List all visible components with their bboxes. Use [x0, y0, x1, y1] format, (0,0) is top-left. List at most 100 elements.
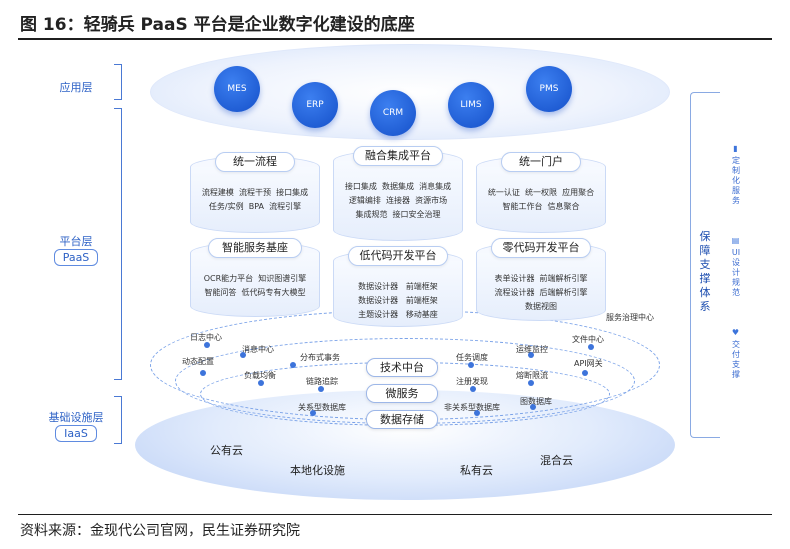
figure-title: 图 16：轻骑兵 PaaS 平台是企业数字化建设的底座 — [20, 15, 415, 35]
node-service-governance: 服务治理中心 — [606, 313, 654, 322]
app-layer-label: 应用层 — [36, 80, 116, 95]
node-ops-monitor: 运维监控 — [516, 345, 548, 354]
ring-dot — [258, 380, 264, 386]
item: 数据设计器 — [358, 296, 399, 305]
node-distributed-tx: 分布式事务 — [300, 353, 340, 362]
item: 连接器 — [386, 196, 410, 205]
item: 统一认证 — [487, 188, 520, 197]
ring-dot — [318, 386, 324, 392]
node-nosql-db: 非关系型数据库 — [444, 403, 500, 412]
module-lowcode-title: 低代码开发平台 — [348, 246, 448, 266]
ring-dot — [474, 410, 480, 416]
item: 接口集成 — [276, 188, 309, 197]
cloud-local: 本地化设施 — [290, 464, 345, 477]
platform-layer-bracket — [114, 108, 122, 380]
node-graph-db: 图数据库 — [520, 397, 552, 406]
module-ai-items: OCR能力平台 知识图谱引擎 智能问答 低代码专有大模型 — [194, 272, 316, 300]
ring-dot — [588, 344, 594, 350]
node-log-center: 日志中心 — [190, 333, 222, 342]
ring-dot — [310, 410, 316, 416]
support-ui-spec: UI设计规范 — [731, 248, 741, 297]
module-portal-items: 统一认证 统一权限 应用聚合 智能工作台 信息聚合 — [480, 186, 602, 214]
item: 智能问答 — [204, 288, 237, 297]
item: 接口集成 — [344, 182, 377, 191]
item: OCR能力平台 — [203, 274, 254, 283]
module-portal-title: 统一门户 — [501, 152, 581, 172]
item: 前端框架 — [405, 282, 438, 291]
item: 低代码专有大模型 — [241, 288, 306, 297]
microservice-box: 微服务 — [366, 384, 438, 403]
node-trace: 链路追踪 — [306, 377, 338, 386]
item: 信息聚合 — [547, 202, 580, 211]
item: 后端解析引擎 — [539, 288, 588, 297]
item: 流程引擎 — [269, 202, 302, 211]
tech-middle-platform: 技术中台 — [366, 358, 438, 377]
module-integration-title: 融合集成平台 — [353, 146, 443, 166]
item: 应用聚合 — [562, 188, 595, 197]
cyl-body — [333, 161, 463, 241]
node-api-gateway: API网关 — [574, 359, 603, 368]
item: 消息集成 — [419, 182, 452, 191]
cloud-private: 私有云 — [460, 464, 493, 477]
item: 流程设计器 — [494, 288, 535, 297]
item: 智能工作台 — [502, 202, 543, 211]
item: BPA — [248, 202, 264, 211]
doc-icon: ▮ — [733, 144, 738, 153]
source-note: 资料来源：金现代公司官网，民生证券研究院 — [20, 523, 300, 539]
cloud-hybrid: 混合云 — [540, 454, 573, 467]
item: 数据集成 — [382, 182, 414, 191]
item: 主题设计器 — [358, 310, 399, 319]
infra-layer-bracket — [114, 396, 122, 444]
cyl-body — [476, 167, 606, 233]
app-lims: LIMS — [448, 82, 494, 128]
support-bracket — [690, 92, 720, 438]
app-mes: MES — [214, 66, 260, 112]
item: 移动基座 — [405, 310, 438, 319]
ring-dot — [470, 386, 476, 392]
item: 任务/实例 — [208, 202, 244, 211]
item: 资源市场 — [415, 196, 448, 205]
module-integration-items: 接口集成 数据集成 消息集成 逻辑编排 连接器 资源市场 集成规范 接口安全治理 — [337, 180, 459, 222]
node-relational-db: 关系型数据库 — [298, 403, 346, 412]
node-task-schedule: 任务调度 — [456, 353, 488, 362]
item: 前端解析引擎 — [539, 274, 588, 283]
ring-dot — [528, 380, 534, 386]
node-message-center: 消息中心 — [242, 345, 274, 354]
ring-dot — [582, 370, 588, 376]
node-load-balance: 负载均衡 — [244, 371, 276, 380]
ring-dot — [290, 362, 296, 368]
item: 接口安全治理 — [392, 210, 441, 219]
ring-dot — [200, 370, 206, 376]
item: 数据设计器 — [358, 282, 399, 291]
item: 逻辑编排 — [348, 196, 381, 205]
ring-dot — [468, 362, 474, 368]
iaas-tag: IaaS — [55, 425, 97, 442]
cyl-body — [333, 261, 463, 327]
support-title: 保障支撑体系 — [699, 230, 711, 313]
node-dynamic-config: 动态配置 — [182, 357, 214, 366]
item: 统一权限 — [525, 188, 557, 197]
platform-layer-text: 平台层 — [59, 235, 93, 248]
module-zerocode-items: 表单设计器 前端解析引擎 流程设计器 后端解析引擎 数据视图 — [480, 272, 602, 314]
heart-icon: ♥ — [731, 328, 740, 337]
top-rule — [18, 38, 772, 40]
bottom-rule — [18, 514, 772, 515]
support-custom-service: 定制化服务 — [732, 156, 740, 205]
cyl-body — [476, 253, 606, 321]
ring-dot — [204, 342, 210, 348]
module-process-title: 统一流程 — [215, 152, 295, 172]
paas-tag: PaaS — [53, 249, 99, 266]
app-pms: PMS — [526, 66, 572, 112]
node-circuit-breaker: 熔断限流 — [516, 371, 548, 380]
support-delivery: 交付支撑 — [732, 340, 740, 379]
cyl-body — [190, 253, 320, 317]
data-storage-box: 数据存储 — [366, 410, 438, 429]
ring-dot — [528, 352, 534, 358]
item: 集成规范 — [355, 210, 388, 219]
app-crm: CRM — [370, 90, 416, 136]
item: 前端框架 — [405, 296, 438, 305]
file-icon: ▤ — [731, 236, 740, 245]
item: 表单设计器 — [494, 274, 535, 283]
module-process-items: 流程建模 流程干预 接口集成 任务/实例 BPA 流程引擎 — [194, 186, 316, 214]
item: 数据视图 — [525, 302, 557, 311]
